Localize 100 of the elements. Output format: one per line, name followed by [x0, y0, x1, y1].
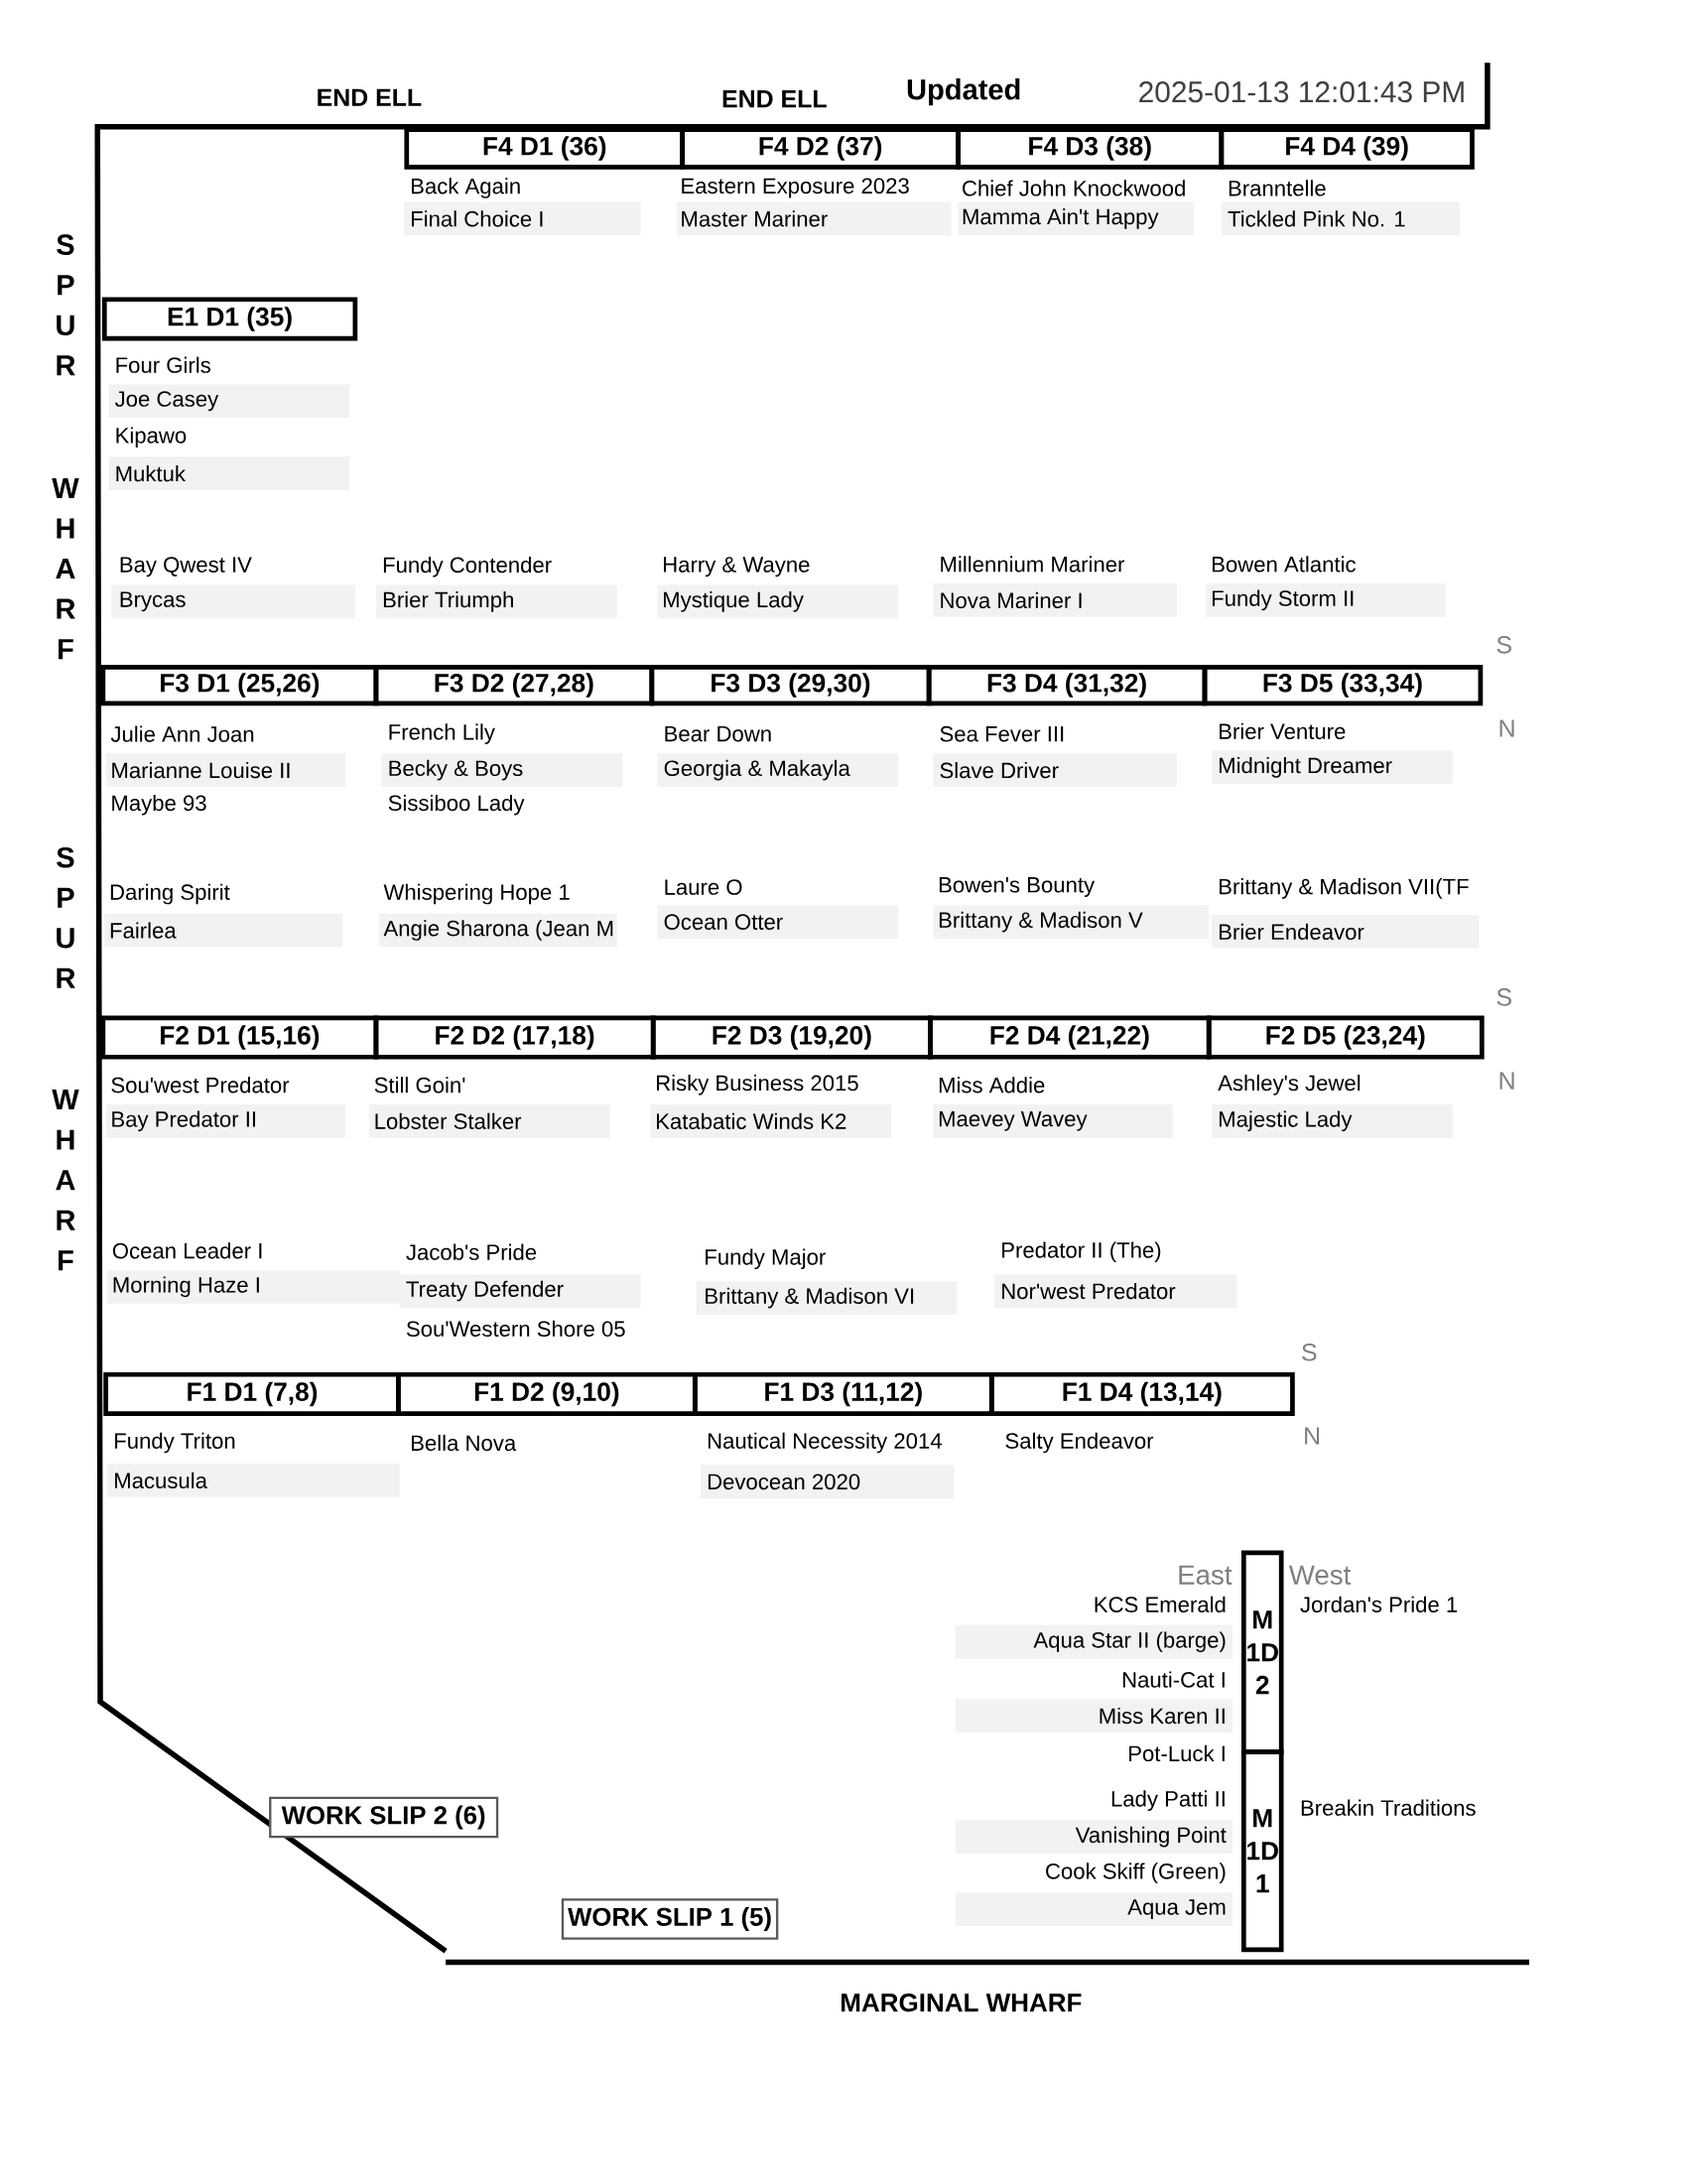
- vessel-name: Macusula: [107, 1464, 400, 1497]
- wharf-label: END ELL: [318, 88, 422, 106]
- vessel-name: Muktuk: [108, 456, 350, 491]
- work-slip-box: WORK SLIP 2 (6): [269, 1796, 499, 1839]
- vessel-name: Bay Predator II: [105, 1103, 346, 1138]
- vessel-name: Treaty Defender: [399, 1274, 641, 1308]
- vessel-name: Tickled Pink No. 1: [1221, 201, 1460, 236]
- vessel-name: Jacob's Pride: [406, 1243, 537, 1260]
- berth-box: F4 D2 (37): [680, 127, 961, 170]
- vessel-name: Predator II (The): [1002, 1241, 1161, 1263]
- vessel-name: Vanishing Point: [955, 1820, 1234, 1855]
- vessel-name: Bella Nova: [412, 1434, 517, 1452]
- berth-box: F2 D5 (23,24): [1206, 1015, 1485, 1060]
- vessel-name: Nauti-Cat I: [1122, 1671, 1225, 1688]
- vessel-name: Fairlea: [104, 913, 343, 948]
- vessel-name: Brittany & Madison V: [933, 905, 1210, 939]
- vessel-name: Nova Mariner I: [933, 583, 1177, 617]
- vessel-name: Ocean Otter: [657, 905, 899, 939]
- vessel-name: Katabatic Winds K2: [650, 1103, 892, 1138]
- pier-section-box: M 1D 2: [1240, 1550, 1284, 1754]
- wharf-label: WHARF: [52, 1090, 79, 1271]
- vessel-name: Aqua Star II (barge): [955, 1624, 1234, 1659]
- vessel-name: Ocean Leader I: [112, 1242, 262, 1259]
- berth-box: F3 D5 (33,34): [1202, 664, 1484, 707]
- vessel-name: Georgia & Makayla: [657, 753, 899, 787]
- compass-letter: N: [1305, 1427, 1320, 1445]
- compass-letter: S: [1496, 988, 1511, 1006]
- berth-box: F1 D2 (9,10): [396, 1371, 698, 1416]
- berth-box: F2 D3 (19,20): [650, 1015, 933, 1060]
- vessel-name: Brittany & Madison VII(TF: [1220, 878, 1469, 899]
- vessel-name: Sou'west Predator: [111, 1077, 290, 1093]
- vessel-name: Mystique Lady: [657, 584, 899, 619]
- vessel-name: Jordan's Pride 1: [1300, 1596, 1458, 1612]
- vessel-name: Risky Business 2015: [657, 1075, 858, 1095]
- vessel-name: Nautical Necessity 2014: [708, 1432, 942, 1454]
- vessel-name: Chief John Knockwood: [963, 180, 1185, 196]
- vessel-name: Brycas: [111, 584, 355, 619]
- update-label: Updated: [907, 78, 1020, 106]
- vessel-name: Fundy Triton: [115, 1432, 235, 1454]
- vessel-name: Slave Driver: [933, 753, 1177, 787]
- vessel-name: Final Choice I: [404, 201, 641, 236]
- berth-box: F1 D3 (11,12): [692, 1371, 994, 1416]
- vessel-name: Fundy Major: [706, 1248, 826, 1270]
- vessel-name: Sea Fever III: [940, 725, 1064, 742]
- vessel-name: Sissiboo Lady: [388, 794, 525, 816]
- berth-box: F4 D3 (38): [956, 127, 1225, 170]
- vessel-name: Becky & Boys: [381, 753, 623, 787]
- berth-box: F4 D4 (39): [1219, 127, 1475, 170]
- vessel-name: Sou'Western Shore 05: [406, 1320, 625, 1338]
- vessel-name: Lady Patti II: [1111, 1790, 1225, 1812]
- vessel-name: Branntelle: [1229, 180, 1326, 196]
- berth-box: F3 D4 (31,32): [926, 664, 1208, 707]
- vessel-name: Fundy Contender: [383, 556, 552, 578]
- berth-box: F2 D4 (21,22): [928, 1015, 1212, 1060]
- vessel-name: Maevey Wavey: [933, 1103, 1173, 1138]
- vessel-name: Bear Down: [665, 725, 771, 742]
- vessel-name: Devocean 2020: [700, 1465, 955, 1499]
- vessel-name: Mamma Ain't Happy: [958, 201, 1194, 236]
- vessel-name: Ashley's Jewel: [1218, 1075, 1361, 1095]
- berth-box: F4 D1 (36): [404, 127, 686, 170]
- vessel-name: Pot-Luck I: [1129, 1744, 1225, 1762]
- vessel-name: KCS Emerald: [1095, 1596, 1226, 1612]
- berth-box: F2 D1 (15,16): [100, 1015, 379, 1060]
- vessel-name: Brier Triumph: [375, 584, 617, 619]
- wharf-label: END ELL: [722, 90, 827, 108]
- vessel-name: Cook Skiff (Green): [1046, 1863, 1226, 1883]
- wharf-label: SPUR: [57, 846, 75, 988]
- vessel-name: Brittany & Madison VI: [696, 1281, 958, 1315]
- vessel-name: Marianne Louise II: [105, 753, 346, 787]
- vessel-name: Four Girls: [116, 356, 210, 373]
- vessel-name: Daring Spirit: [110, 883, 230, 905]
- compass-letter: N: [1499, 719, 1514, 737]
- berth-box: F3 D1 (25,26): [100, 664, 379, 707]
- timestamp: 2025-01-13 12:01:43 PM: [1139, 81, 1464, 103]
- vessel-name: Whispering Hope 1: [383, 883, 570, 905]
- vessel-name: Back Again: [412, 178, 520, 198]
- vessel-name: Aqua Jem: [955, 1892, 1234, 1926]
- vessel-name: Maybe 93: [112, 794, 206, 816]
- vessel-name: Brier Endeavor: [1212, 915, 1480, 949]
- work-slip-box: WORK SLIP 1 (5): [561, 1898, 779, 1940]
- vessel-name: Brier Venture: [1220, 722, 1346, 739]
- vessel-name: Julie Ann Joan: [110, 725, 254, 742]
- vessel-name: Angie Sharona (Jean M: [378, 913, 617, 948]
- vessel-name: Still Goin': [374, 1077, 465, 1093]
- vessel-name: Joe Casey: [108, 384, 350, 419]
- vessel-name: Morning Haze I: [107, 1270, 400, 1304]
- vessel-name: Midnight Dreamer: [1212, 750, 1453, 785]
- berth-box: F1 D1 (7,8): [103, 1371, 401, 1416]
- vessel-name: Bowen's Bounty: [939, 877, 1096, 897]
- vessel-name: Majestic Lady: [1212, 1103, 1453, 1138]
- berth-box: F3 D2 (27,28): [373, 664, 655, 707]
- vessel-name: Lobster Stalker: [368, 1103, 610, 1138]
- vessel-name: Bay Qwest IV: [120, 557, 252, 578]
- wharf-label: SPUR: [57, 234, 75, 376]
- vessel-name: Eastern Exposure 2023: [682, 178, 909, 198]
- vessel-name: Breakin Traditions: [1301, 1799, 1476, 1816]
- vessel-name: Salty Endeavor: [1005, 1432, 1154, 1454]
- vessel-name: Nor'west Predator: [994, 1274, 1237, 1308]
- compass-letter: N: [1499, 1072, 1514, 1090]
- berth-box: F2 D2 (17,18): [373, 1015, 656, 1060]
